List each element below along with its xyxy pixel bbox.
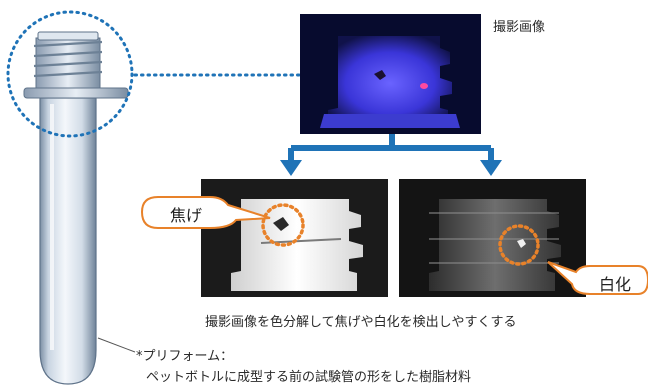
preform-leader-line — [97, 337, 136, 353]
scorch-callout-bubble — [140, 196, 271, 229]
caption-text: 撮影画像を色分解して焦げや白化を検出しやすくする — [205, 315, 517, 330]
preform-note-description: ペットボトルに成型する前の試験管の形をした樹脂材料 — [146, 370, 472, 385]
neck-highlight-circle — [6, 10, 134, 138]
scorch-callout-label: 焦げ — [169, 206, 202, 225]
scorch-marker-circle — [261, 203, 305, 247]
whitening-marker-circle — [498, 224, 540, 266]
captured-image-label: 撮影画像 — [493, 20, 546, 35]
whitening-callout-bubble — [547, 261, 648, 295]
captured-image-photo — [300, 14, 481, 134]
scorch-photo — [201, 179, 388, 297]
preform-note-title: *プリフォーム： — [136, 349, 234, 364]
whitening-callout-label: 白化 — [598, 275, 631, 294]
scorch-bottle-neck — [201, 179, 388, 297]
branch-arrows — [280, 133, 502, 176]
whitening-photo — [399, 179, 586, 297]
captured-bottle-neck — [300, 14, 481, 134]
whitening-bottle-neck — [399, 179, 586, 297]
